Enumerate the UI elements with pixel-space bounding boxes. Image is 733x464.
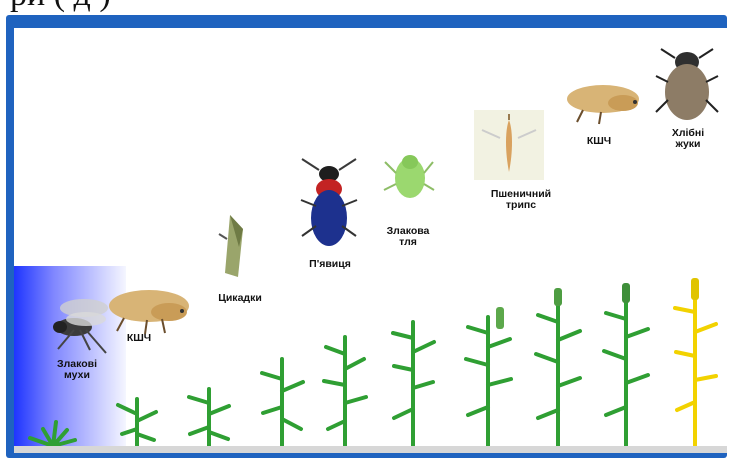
label-zlakovi-mukhy: Злакові мухи bbox=[51, 359, 103, 381]
label-zlakova-tlia: Злакова тля bbox=[380, 226, 436, 248]
larva-icon-1 bbox=[99, 278, 209, 338]
diagram-canvas: Злакові мухи КШЧ Цикадки П'явиця Злакова… bbox=[14, 28, 727, 453]
cropped-top-text: ри ( д ) bbox=[10, 0, 111, 14]
plant-6 bbox=[378, 314, 448, 449]
plant-9 bbox=[586, 279, 666, 449]
larva-icon-2 bbox=[559, 75, 654, 127]
seedling-2 bbox=[102, 374, 172, 449]
seedling-1 bbox=[18, 404, 88, 449]
leafhopper-icon bbox=[209, 209, 254, 284]
beetle-icon bbox=[294, 154, 364, 254]
label-kshch-2: КШЧ bbox=[579, 136, 619, 147]
mature-plant bbox=[660, 274, 727, 449]
aphid-icon bbox=[380, 148, 438, 204]
label-khlibni-zhuky: Хлібні жуки bbox=[662, 128, 714, 150]
grain-beetle-icon bbox=[652, 40, 722, 130]
label-pyavytsia: П'явиця bbox=[300, 259, 360, 270]
ground-line bbox=[14, 446, 727, 453]
label-pshenychnyi-trips: Пшеничний трипс bbox=[478, 189, 564, 211]
label-kshch-1: КШЧ bbox=[119, 333, 159, 344]
thrips-icon bbox=[474, 110, 544, 180]
plant-4 bbox=[247, 349, 317, 449]
plant-5 bbox=[310, 329, 380, 449]
plant-7 bbox=[448, 299, 528, 449]
label-tsykadky: Цикадки bbox=[210, 293, 270, 304]
seedling-3 bbox=[174, 369, 244, 449]
